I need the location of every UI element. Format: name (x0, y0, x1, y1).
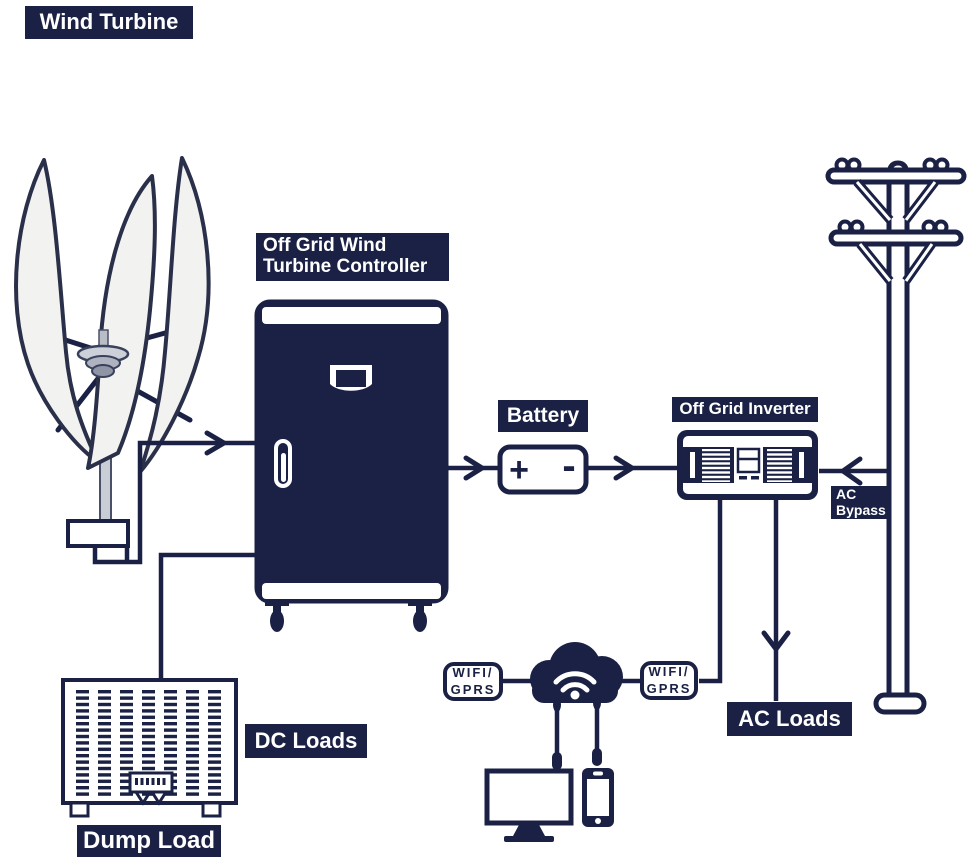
wifi-left-line2: GPRS (450, 681, 496, 697)
controller-icon (254, 299, 449, 632)
wifi-gprs-left-box: WIFI/ GPRS (443, 662, 503, 701)
dump-load-foot (69, 801, 90, 818)
battery-plus: + (509, 451, 529, 489)
cloud-icon (530, 642, 623, 712)
controller-label: Off Grid Wind Turbine Controller (256, 233, 449, 281)
cabinet-handle (274, 439, 292, 488)
wire-controller-to-dump-load (158, 552, 256, 679)
inverter-display-panel (734, 445, 763, 485)
caster-wheel (408, 601, 432, 632)
caster-wheel (265, 601, 289, 632)
wifi-gprs-right-box: WIFI/ GPRS (640, 661, 698, 700)
turbine-blade-center (86, 174, 157, 470)
cable-plug (552, 752, 562, 770)
monitor-icon (484, 768, 574, 842)
turbine-base (66, 519, 130, 548)
wire-turbine-to-controller (92, 430, 256, 565)
cabinet-bottom-band (262, 583, 441, 599)
wifi-right-line1: WIFI/ (648, 664, 690, 680)
battery-icon: + - (497, 444, 589, 495)
wire-battery-to-inverter (586, 455, 677, 481)
turbine-blade-left (14, 158, 100, 464)
arrow-right-icon (204, 430, 227, 456)
inverter-icon (677, 430, 818, 500)
battery-label: Battery (498, 400, 588, 432)
arrow-down-icon (761, 630, 791, 652)
inverter-vent-left (702, 449, 730, 482)
turbine-hub (76, 329, 130, 378)
dump-load-foot (201, 801, 222, 818)
wire-inverter-to-wifi (699, 500, 723, 684)
wire-inverter-to-ac-loads (761, 500, 791, 701)
cabinet-top-band (262, 307, 441, 324)
arrow-left-icon (840, 456, 863, 486)
pole-base (873, 692, 927, 715)
ac-loads-label: AC Loads (727, 702, 852, 736)
battery-minus: - (562, 444, 575, 488)
monitor-stand (513, 823, 545, 836)
dump-load-icon (61, 678, 238, 818)
pole-crossarm-top (825, 167, 967, 185)
wire-cloud-to-monitor (552, 703, 562, 770)
wire-controller-to-battery (447, 455, 500, 481)
dc-loads-label: DC Loads (245, 724, 367, 758)
ac-bypass-label-line1: AC (836, 486, 857, 503)
wifi-signal-icon (553, 671, 597, 700)
ac-bypass-label: AC Bypass (831, 486, 887, 519)
dump-load-label: Dump Load (77, 825, 221, 857)
wifi-right-line2: GPRS (646, 680, 692, 696)
dump-load-terminal (128, 771, 174, 806)
arrow-right-icon (463, 455, 485, 481)
controller-label-line2: Turbine Controller (263, 256, 428, 277)
ac-bypass-label-line2: Bypass (836, 501, 886, 518)
inverter-label: Off Grid Inverter (672, 397, 818, 422)
cable-plug (592, 748, 602, 766)
wire-grid-to-inverter (819, 456, 888, 486)
controller-label-line1: Off Grid Wind (263, 235, 387, 257)
inverter-vent-right (767, 449, 792, 482)
wind-turbine-label: Wind Turbine (25, 6, 193, 39)
wind-turbine-icon (14, 156, 211, 548)
wifi-left-line1: WIFI/ (452, 665, 494, 681)
phone-icon (582, 768, 614, 827)
wire-cloud-to-phone (592, 701, 602, 766)
arrow-right-icon (613, 455, 635, 481)
utility-pole-icon (825, 157, 967, 715)
pole-crossarm-bottom (828, 229, 964, 247)
